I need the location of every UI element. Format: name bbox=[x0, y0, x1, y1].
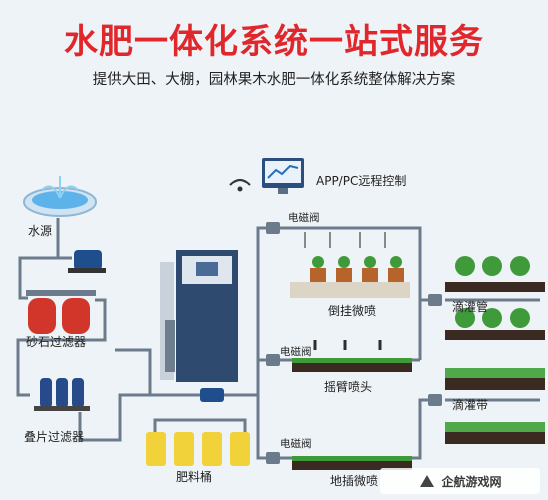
remote-control-label: APP/PC远程控制 bbox=[316, 174, 407, 188]
watermark-text: 企航游戏网 bbox=[441, 474, 502, 489]
drip-pipe-label: 滴灌管 bbox=[452, 300, 489, 314]
drip-pipe-row bbox=[445, 256, 545, 340]
water-source-label: 水源 bbox=[28, 224, 53, 238]
sand-filter-label: 砂石过滤器 bbox=[26, 335, 87, 349]
valve-icons bbox=[266, 222, 442, 464]
rocker-sprinkler-label: 摇臂喷头 bbox=[324, 380, 373, 394]
pump-icon bbox=[68, 250, 106, 273]
rocker-sprinkler-row bbox=[292, 340, 412, 372]
ground-spray-row bbox=[292, 456, 412, 470]
hanging-spray-row bbox=[290, 232, 410, 298]
watermark-logo-icon bbox=[420, 475, 435, 487]
ground-micro-spray-label: 地插微喷 bbox=[330, 474, 379, 488]
control-cabinet-icon bbox=[160, 250, 238, 382]
valve-label-3: 电磁阀 bbox=[280, 438, 312, 450]
drip-tape-row bbox=[445, 368, 545, 444]
injection-pump-icon bbox=[200, 388, 224, 402]
fertilizer-bucket-label: 肥料桶 bbox=[176, 470, 213, 484]
valve-label-1: 电磁阀 bbox=[288, 212, 320, 224]
sand-filter-icon bbox=[26, 290, 96, 334]
monitor-icon bbox=[262, 158, 304, 194]
disc-filter-icon bbox=[34, 378, 90, 411]
hanging-micro-spray-label: 倒挂微喷 bbox=[328, 304, 377, 318]
wifi-icon bbox=[229, 179, 251, 192]
watermark: 企航游戏网 bbox=[380, 468, 540, 494]
water-source-icon bbox=[23, 176, 97, 217]
drip-tape-label: 滴灌带 bbox=[452, 398, 489, 412]
disc-filter-label: 叠片过滤器 bbox=[24, 430, 85, 444]
fertilizer-buckets bbox=[146, 432, 250, 466]
page-subtitle: 提供大田、大棚，园林果木水肥一体化系统整体解决方案 bbox=[92, 72, 456, 88]
valve-label-2: 电磁阀 bbox=[280, 346, 312, 358]
page-title: 水肥一体化系统一站式服务 bbox=[64, 22, 484, 62]
